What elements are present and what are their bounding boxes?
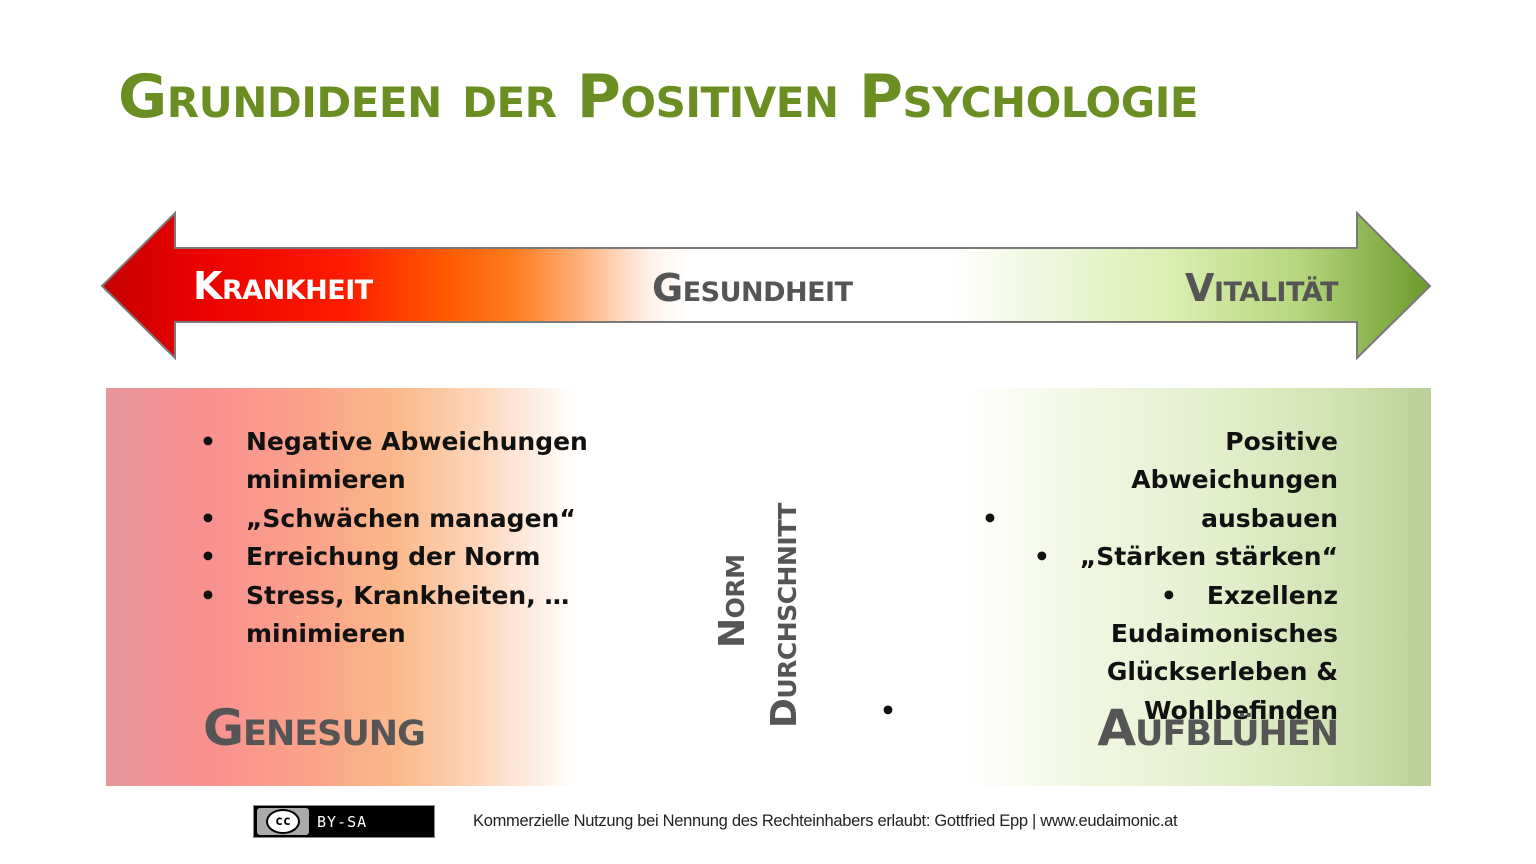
genesung-list: •Negative Abweichungen minimieren •„Schw…	[200, 423, 620, 653]
list-item: •Exzellenz	[818, 577, 1338, 615]
bullet-icon: •	[200, 503, 216, 533]
arrow-label-vitalitaet: Vitalität	[1185, 266, 1338, 310]
footer: cc BY-SA Kommerzielle Nutzung bei Nennun…	[0, 800, 1536, 840]
bullet-icon: •	[200, 542, 216, 572]
list-item: •Negative Abweichungen minimieren	[200, 423, 620, 500]
arrow-label-gesundheit: Gesundheit	[652, 266, 853, 310]
arrow-label-krankheit: Krankheit	[193, 264, 373, 308]
cc-by-sa-badge[interactable]: cc BY-SA	[253, 805, 435, 838]
list-item: •Erreichung der Norm	[200, 538, 620, 576]
license-label: BY-SA	[317, 812, 368, 831]
arrow-shape	[100, 210, 1432, 361]
list-item: •„Stärken stärken“	[818, 538, 1338, 576]
list-item: •Eudaimonisches Glückserleben & Wohlbefi…	[818, 615, 1338, 730]
list-item: •„Schwächen managen“	[200, 500, 620, 538]
list-item: •Stress, Krankheiten, … minimieren	[200, 577, 620, 654]
copyright-notice: Kommerzielle Nutzung bei Nennung des Rec…	[473, 812, 1178, 830]
page-title: Grundideen der Positiven Psychologie	[118, 62, 1199, 132]
bullet-icon: •	[1033, 542, 1050, 572]
aufbluehen-panel	[965, 388, 1431, 786]
durchschnitt-text: Durchschnitt	[764, 503, 805, 728]
list-item: •Positive Abweichungen ausbauen	[818, 423, 1338, 538]
genesung-panel	[106, 388, 576, 786]
creative-commons-icon: cc	[257, 808, 309, 835]
norm-text: Norm	[712, 554, 753, 648]
double-arrow	[100, 210, 1432, 361]
genesung-heading: Genesung	[203, 699, 426, 757]
bullet-icon: •	[880, 695, 896, 725]
bullet-icon: •	[200, 427, 216, 456]
aufbluehen-heading: Aufblühen	[1097, 699, 1339, 757]
aufbluehen-list: •Positive Abweichungen ausbauen •„Stärke…	[818, 423, 1338, 730]
bullet-icon: •	[982, 503, 998, 533]
bullet-icon: •	[200, 580, 216, 610]
bullet-icon: •	[1160, 580, 1177, 610]
norm-durchschnitt-label: Norm Durchschnitt	[705, 440, 815, 730]
